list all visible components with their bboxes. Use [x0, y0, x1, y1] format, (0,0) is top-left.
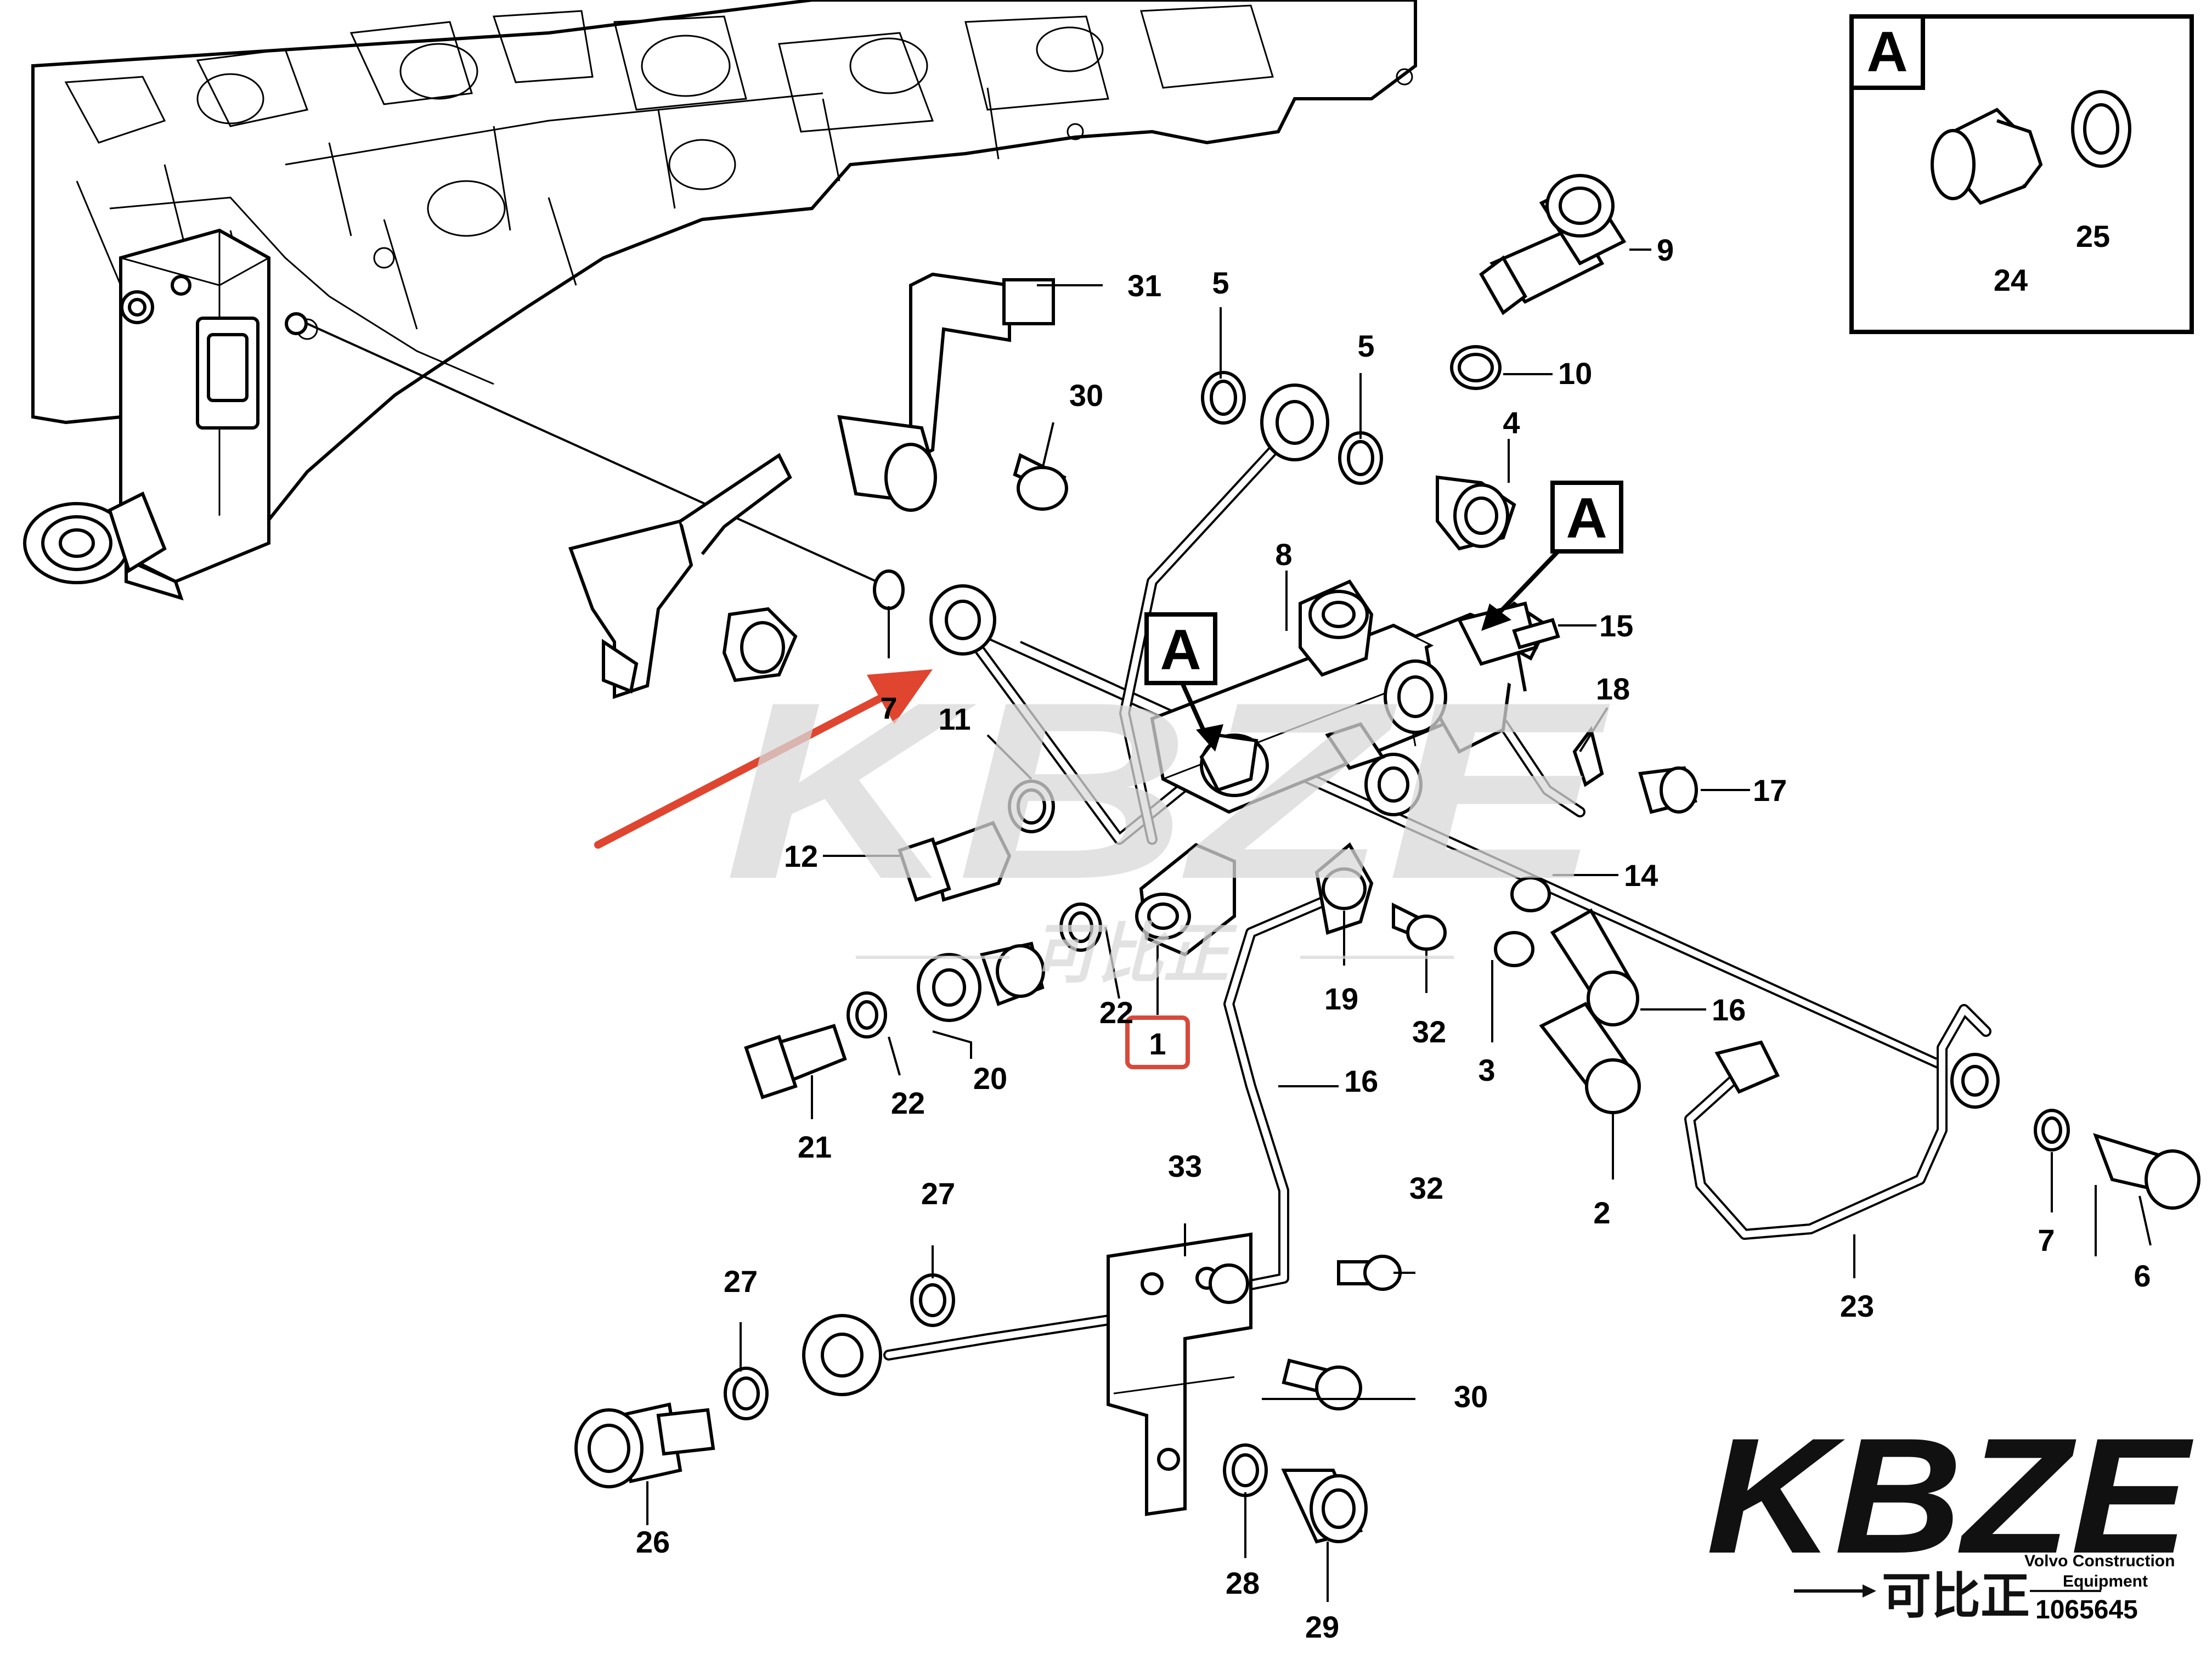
callout-label: 4 — [1503, 405, 1520, 440]
distributor-block — [1135, 579, 1560, 957]
logo-line1: Volvo Construction — [2024, 1552, 2175, 1570]
callout-label: 20 — [973, 1061, 1007, 1096]
callout-label: 33 — [1168, 1149, 1202, 1183]
callout-label: 27 — [724, 1264, 758, 1299]
inset-letter: A — [1866, 20, 1908, 84]
logo-ref: 1065645 — [2035, 1595, 2138, 1624]
watermark-chinese: 可比正 — [1031, 917, 1238, 991]
fuel-manifold-block — [23, 228, 308, 601]
callout-label: 32 — [1409, 1171, 1443, 1205]
detail-letter: A — [1160, 618, 1201, 682]
bracket-31 — [909, 272, 1055, 464]
callout-label: 29 — [1305, 1610, 1339, 1644]
callout-label: 31 — [1127, 268, 1161, 303]
highlight-box — [1125, 1015, 1190, 1069]
logo-chinese: 可比正 — [1882, 1567, 2030, 1625]
callout-label: 8 — [1275, 537, 1292, 572]
callout-label: 5 — [1212, 266, 1229, 300]
detail-letter: A — [1566, 487, 1607, 550]
callout-numbers: 31 5 5 4 9 10 30 8 15 18 17 14 16 7 11 1… — [636, 219, 2151, 1644]
logo-line2: Equipment — [2063, 1572, 2148, 1590]
callout-label: 30 — [1069, 378, 1103, 413]
callout-label: 25 — [2076, 219, 2110, 253]
callout-label: 12 — [784, 839, 818, 873]
callout-label: 7 — [2038, 1223, 2055, 1257]
watermark-brand: KBZE — [724, 650, 1613, 932]
callout-label: 16 — [1712, 992, 1746, 1027]
callout-label: 14 — [1624, 858, 1658, 893]
watermark: KBZE 可比正 — [724, 650, 1613, 991]
callout-label: 24 — [1994, 263, 2028, 297]
callout-label: 30 — [1454, 1379, 1488, 1414]
callout-label: 6 — [2134, 1259, 2151, 1293]
callout-label: 15 — [1599, 608, 1633, 643]
callout-label: 16 — [1344, 1064, 1378, 1098]
lower-assembly — [574, 1232, 1402, 1544]
callout-label: 21 — [798, 1130, 832, 1164]
callout-label: 18 — [1596, 672, 1630, 706]
callout-label: 5 — [1357, 329, 1374, 363]
bracket-clamp — [568, 415, 937, 699]
detail-callout-a-2: A — [1481, 481, 1623, 631]
callout-label: 28 — [1226, 1566, 1260, 1600]
detail-callout-a-1: A — [1144, 612, 1223, 752]
callout-label: 22 — [1099, 995, 1133, 1030]
callout-label: 10 — [1558, 356, 1592, 391]
callout-label: 23 — [1840, 1289, 1874, 1323]
callout-label: 32 — [1412, 1014, 1446, 1049]
highlight-arrow — [594, 669, 933, 849]
callout-label: 19 — [1324, 981, 1358, 1016]
callout-label: 1 — [1149, 1026, 1166, 1061]
inset-detail-a: A — [1849, 14, 2194, 334]
callout-label: 26 — [636, 1525, 670, 1559]
callout-label: 3 — [1478, 1053, 1495, 1087]
callout-label: 9 — [1657, 233, 1674, 267]
callout-label: 27 — [921, 1176, 955, 1211]
callout-label: 17 — [1753, 773, 1787, 808]
callout-label: 7 — [880, 691, 897, 725]
callout-label: 2 — [1593, 1195, 1610, 1230]
logo-brand: KBZE — [1706, 1403, 2196, 1588]
callout-label: 11 — [938, 702, 970, 736]
callout-label: 22 — [891, 1086, 925, 1120]
kbze-logo: KBZE 可比正 Volvo Construction Equipment 10… — [1706, 1403, 2196, 1625]
